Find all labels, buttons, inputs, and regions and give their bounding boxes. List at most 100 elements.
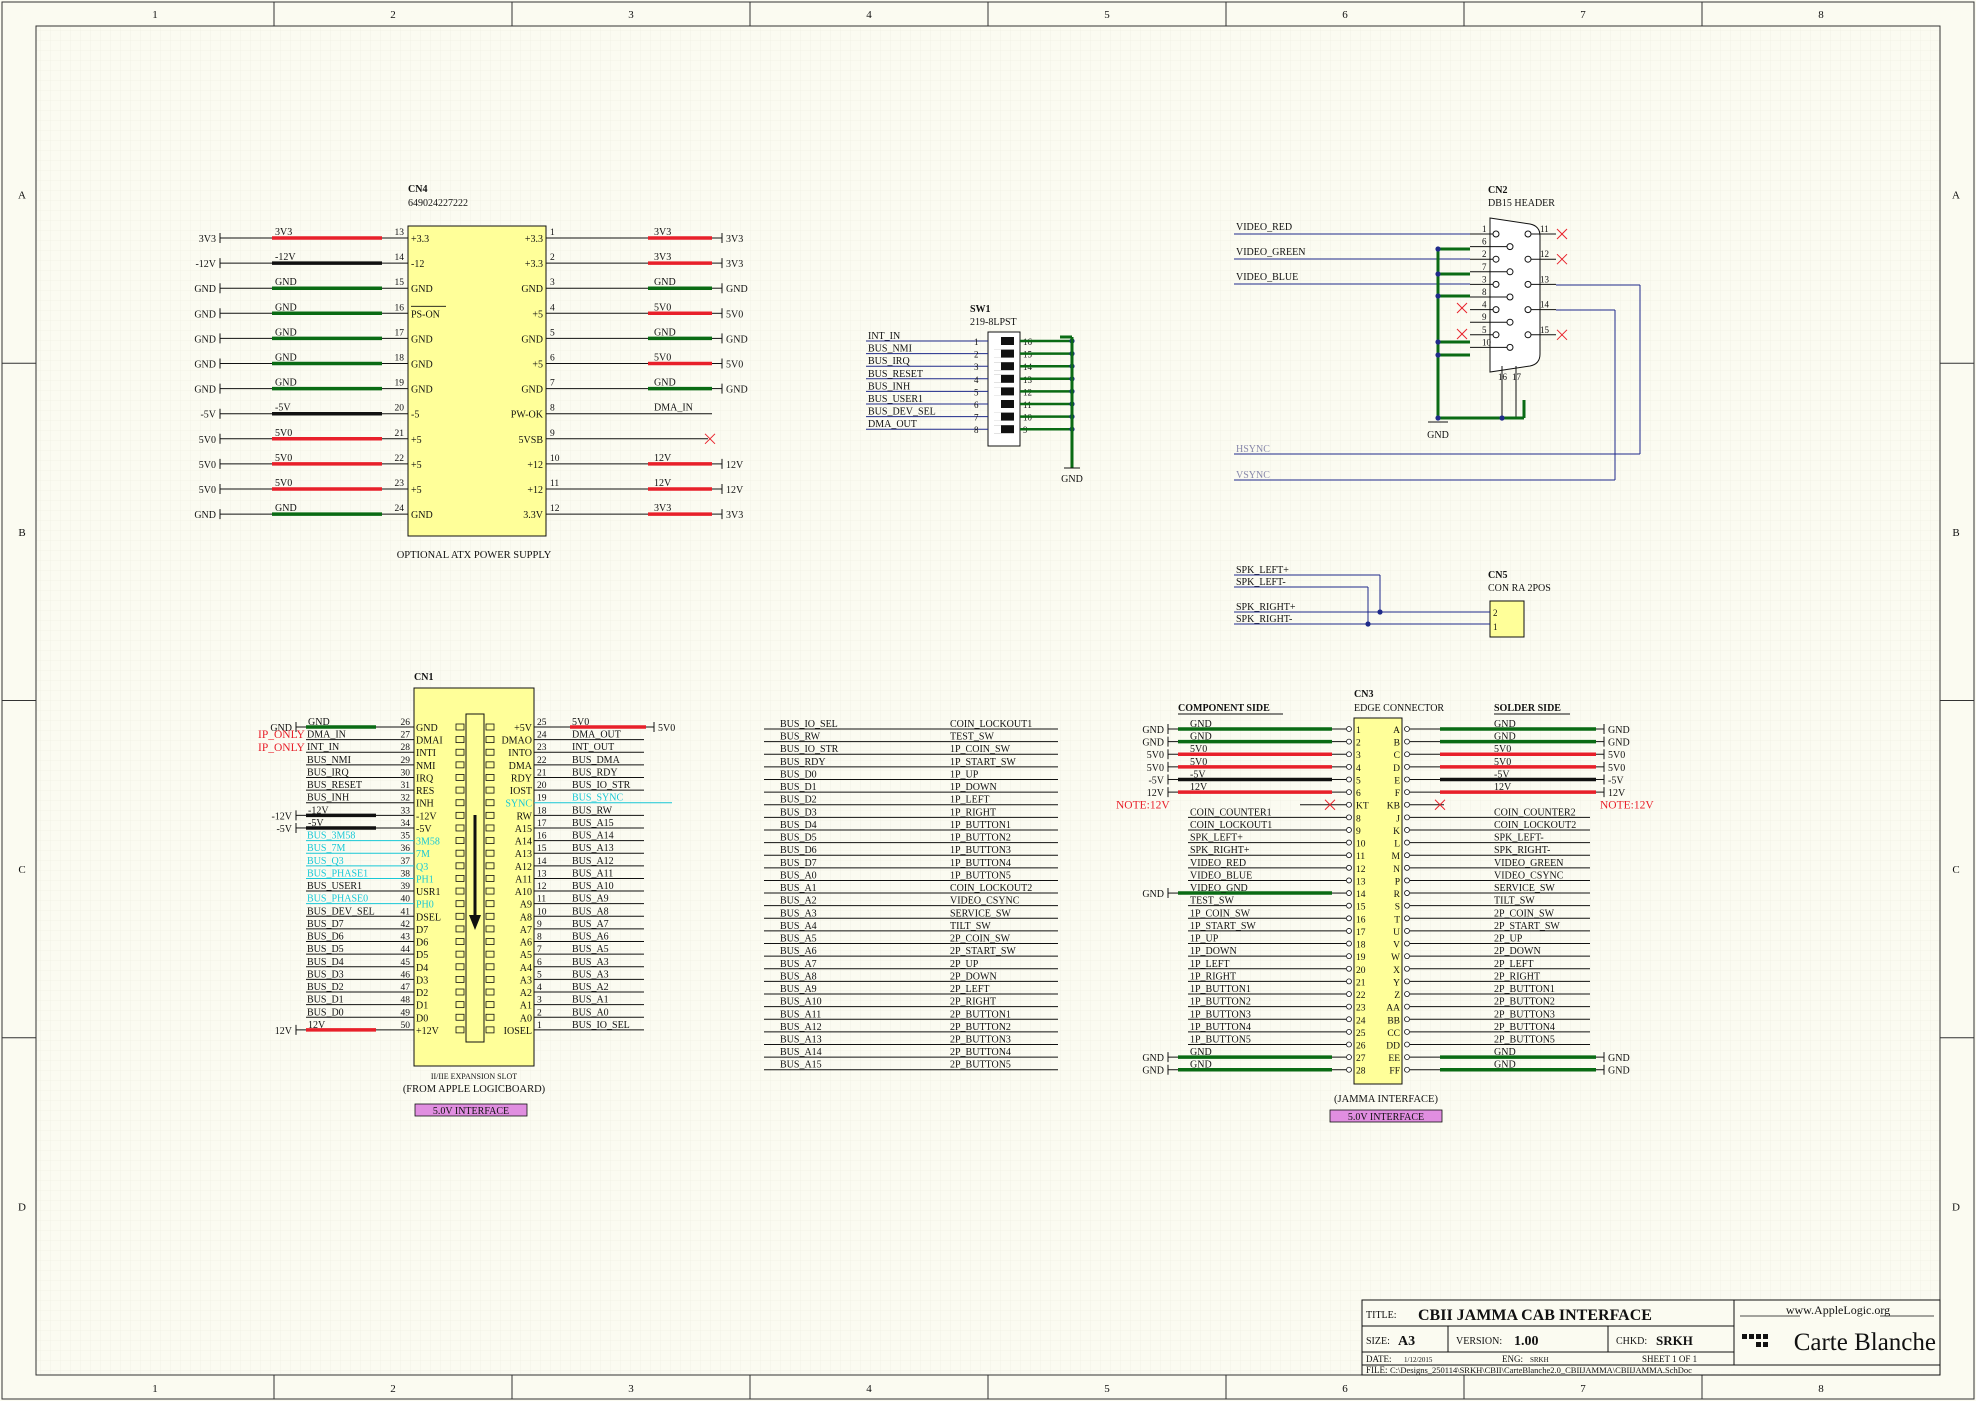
cn4-right-pin-name: +5	[532, 360, 543, 371]
cn1-right-pin-num: 9	[537, 920, 542, 930]
cn1-left-net-label: -12V	[308, 805, 329, 816]
cn1-left-net-label: BUS_D3	[307, 969, 344, 980]
cn1-right-net-label: BUS_RW	[572, 805, 613, 816]
cn1-finger	[455, 748, 465, 756]
cn1-left-pin-num: 43	[401, 933, 411, 943]
cn4-left-pin-name: GND	[411, 385, 433, 396]
cn1-finger	[455, 849, 465, 857]
cn1-finger	[485, 1013, 495, 1021]
cn3-caption: (JAMMA INTERFACE)	[1334, 1094, 1438, 1105]
cn3-left-pin-num: 10	[1356, 840, 1366, 850]
cn3-right-pin-name: T	[1394, 915, 1400, 925]
cn1-finger	[485, 862, 495, 870]
cn1-left-pin-num: 40	[401, 895, 411, 905]
cn4-right-pin-name: 5VSB	[519, 435, 544, 446]
cn1-right-pin-num: 25	[537, 718, 547, 728]
cn1-left-pin-name: 7M	[416, 849, 430, 860]
cn1-ip-only: IP_ONLY	[258, 729, 305, 741]
cn4-left-port: GND	[194, 284, 216, 295]
cn4-right-net-label: GND	[654, 378, 676, 389]
cn3-left-pin-num: 18	[1356, 941, 1366, 951]
cn4-right-pin-num: 11	[550, 479, 559, 489]
cn2-pin-num: 4	[1482, 300, 1487, 310]
netmap-jamma-net: 2P_DOWN	[950, 971, 997, 982]
cn3-left-pin-num: 16	[1356, 915, 1366, 925]
cn3-left-pin-num: 9	[1356, 827, 1361, 837]
cn3-contact	[1404, 1054, 1410, 1061]
cn1-finger	[485, 774, 495, 781]
cn4-left-port: GND	[194, 385, 216, 396]
col-label-top: 8	[1818, 9, 1824, 21]
cn2-pin-num: 16	[1498, 372, 1508, 382]
cn3-left-net-label: GND	[1190, 719, 1212, 730]
cn3-contact	[1346, 1028, 1352, 1035]
cn1-right-net-label: BUS_A5	[572, 944, 609, 955]
cn1-left-pin-name: USR1	[416, 887, 440, 898]
cn2-hsync-label: HSYNC	[1236, 444, 1270, 455]
cn3-contact	[1346, 915, 1352, 922]
cn1-right-pin-num: 17	[537, 819, 547, 829]
col-label-top: 7	[1580, 9, 1586, 21]
cn1-right-pin-num: 6	[537, 958, 542, 968]
col-label-top: 3	[628, 9, 634, 21]
cn4-left-net-label: GND	[275, 302, 297, 313]
cn2-pin-num: 3	[1482, 274, 1487, 284]
cn1-left-pin-name: D7	[416, 925, 428, 936]
cn1-badge-label: 5.0V INTERFACE	[433, 1106, 509, 1117]
cn1-right-pin-name: A6	[520, 938, 532, 949]
cn3-left-pin-num: 5	[1356, 776, 1361, 786]
netmap-jamma-net: 1P_BUTTON5	[950, 870, 1011, 881]
cn1-right-net-label: BUS_IO_STR	[572, 780, 631, 791]
cn2-vsync-label: VSYNC	[1236, 470, 1270, 481]
sw1-left-num: 4	[974, 375, 979, 385]
cn1-left-pin-name: D4	[416, 963, 428, 974]
cn3-contact	[1346, 1066, 1352, 1073]
netmap-jamma-net: VIDEO_CSYNC	[950, 896, 1020, 907]
netmap-bus-net: BUS_D0	[780, 769, 817, 780]
cn1-finger	[485, 849, 495, 857]
cn4-right-net-label: 3V3	[654, 227, 671, 238]
sw1-net-label: BUS_INH	[868, 381, 910, 392]
cn1-right-pin-num: 11	[537, 895, 546, 905]
version-label: VERSION:	[1456, 1336, 1502, 1347]
cn4-right-net-label: 3V3	[654, 503, 671, 514]
netmap-bus-net: BUS_A4	[780, 921, 817, 932]
chkd-value: SRKH	[1656, 1333, 1693, 1348]
version-value: 1.00	[1514, 1334, 1539, 1349]
row-label-right: D	[1952, 1201, 1960, 1213]
cn4-left-net-label: 5V0	[275, 453, 292, 464]
cn4-right-pin-name: GND	[521, 334, 543, 345]
no-connect-mark	[1456, 328, 1468, 340]
junction-dot	[1435, 293, 1441, 299]
cn4-left-port: 5V0	[199, 460, 216, 471]
junction-dot	[1435, 339, 1441, 345]
cn4-left-net-label: GND	[275, 277, 297, 288]
cn1-arrow-head	[469, 915, 481, 930]
netmap-jamma-net: 2P_UP	[950, 959, 979, 970]
cn1-right-pin-num: 16	[537, 832, 547, 842]
logo-block	[1763, 1342, 1768, 1347]
cn1-ref: CN1	[414, 672, 433, 683]
netmap-jamma-net: 2P_BUTTON4	[950, 1047, 1011, 1058]
cn3-right-pin-name: L	[1394, 840, 1400, 850]
cn3-contact	[1346, 726, 1352, 732]
cn2-pin-num: 13	[1540, 274, 1550, 284]
sw1-left-num: 3	[974, 362, 979, 372]
cn3-left-net-label: VIDEO_RED	[1190, 858, 1246, 869]
cn4-right-port: GND	[726, 334, 748, 345]
netmap-jamma-net: 1P_DOWN	[950, 782, 997, 793]
sw1-toggle	[994, 374, 1014, 383]
cn3-contact	[1346, 814, 1352, 821]
netmap-bus-net: BUS_A9	[780, 984, 817, 995]
cn1-left-pin-num: 48	[401, 996, 411, 1006]
cn1-right-net-label: BUS_A9	[572, 894, 609, 905]
netmap-bus-net: BUS_A7	[780, 959, 817, 970]
cn1-left-pin-num: 34	[401, 819, 411, 829]
cn1-finger	[455, 900, 465, 908]
cn3-contact	[1404, 852, 1410, 859]
cn2-pin-hole	[1524, 306, 1532, 314]
cn1-left-net-label: BUS_NMI	[307, 755, 351, 766]
cn4-left-port: -12V	[195, 259, 216, 270]
cn1-right-net-label: BUS_A3	[572, 957, 609, 968]
cn1-finger	[485, 837, 495, 844]
